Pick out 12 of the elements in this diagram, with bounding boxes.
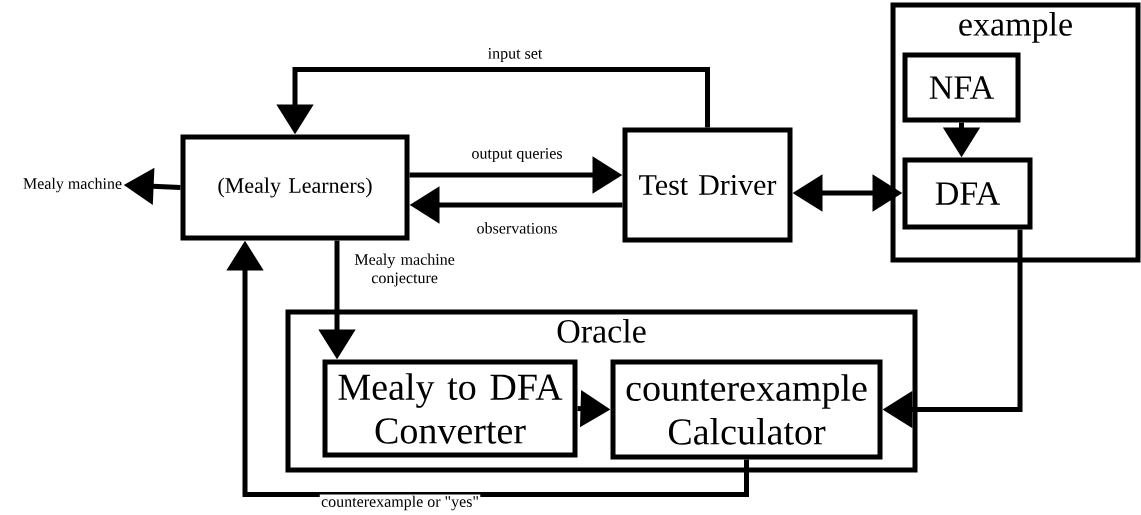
- process-box: DFA: [902, 157, 1033, 230]
- edge-label: input set: [486, 46, 544, 64]
- process-box: Test Driver: [622, 127, 793, 243]
- edge-label: counterexample or "yes": [319, 494, 481, 512]
- process-box: NFA: [902, 52, 1021, 123]
- process-box: counterexample Calculator: [610, 359, 883, 460]
- edge-label: observations: [475, 221, 559, 235]
- output-label: Mealy machine: [23, 177, 122, 193]
- process-box: (Mealy Learners): [180, 134, 410, 241]
- edge-label: output queries: [470, 146, 564, 164]
- process-box: Mealy to DFA Converter: [322, 359, 578, 458]
- edge-label: Mealy machine conjecture: [343, 252, 466, 288]
